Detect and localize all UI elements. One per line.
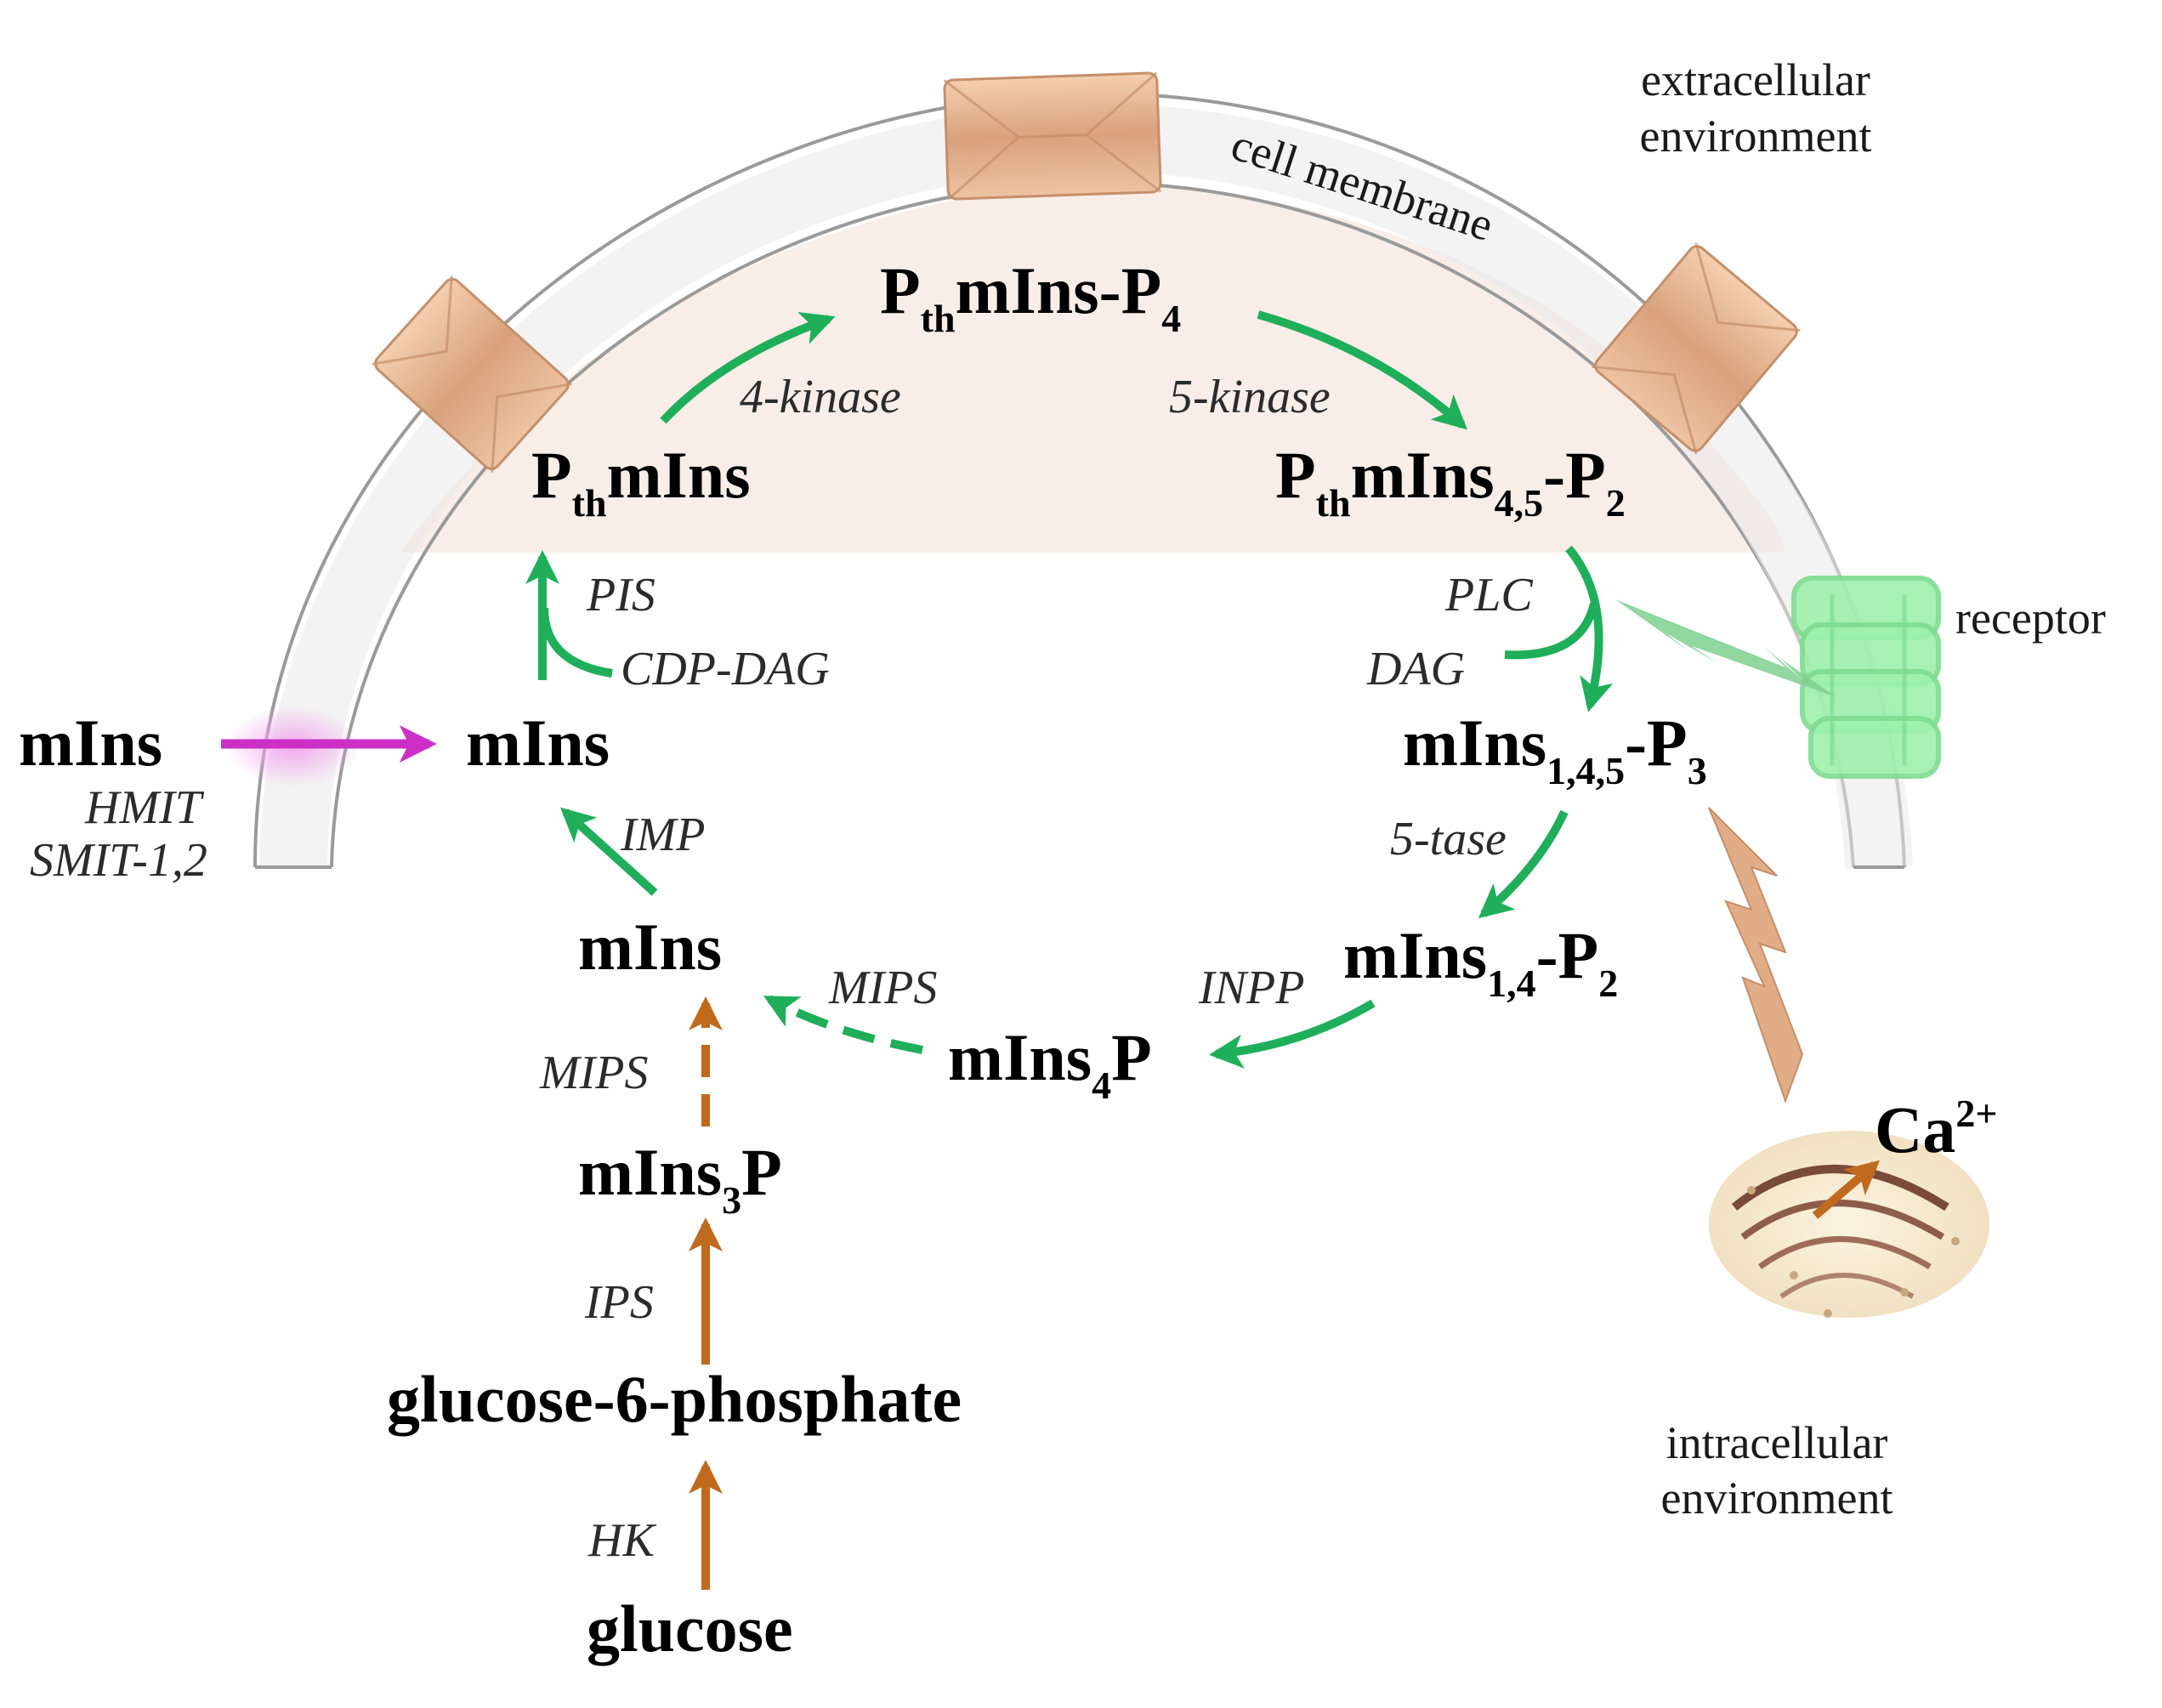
product-dag: DAG xyxy=(1366,643,1465,695)
enzyme-inpp: INPP xyxy=(1198,962,1304,1014)
intracellular-label-line1: intracellular xyxy=(1666,1417,1888,1468)
dag-branch xyxy=(1504,602,1598,660)
enzyme-mips-orange: MIPS xyxy=(539,1047,649,1099)
mins14-p2: mIns1,4-P2 xyxy=(1343,918,1618,1005)
arrow-p4-to-p45 xyxy=(1257,310,1467,430)
arrow-plc xyxy=(1565,545,1614,712)
calcium-signal-bolt xyxy=(1708,807,1804,1104)
extracellular-label-line1: extracellular xyxy=(1641,54,1870,105)
mins3p: mIns3P xyxy=(578,1135,782,1222)
mins4p: mIns4P xyxy=(948,1020,1152,1107)
arrow-inpp xyxy=(1209,999,1376,1069)
mins-intracellular: mIns xyxy=(466,706,610,780)
mins-extracellular: mIns xyxy=(19,706,162,780)
arrow-5tase xyxy=(1478,809,1569,919)
extracellular-label-line2: environment xyxy=(1640,111,1872,162)
arrow-pthmins-to-p4 xyxy=(660,312,836,424)
arrow-mips-dashed xyxy=(763,995,923,1054)
receptor-icon xyxy=(1791,576,1941,779)
glucose-6-phosphate: glucose-6-phosphate xyxy=(387,1362,962,1436)
receptor-signal-bolt xyxy=(1615,599,1836,697)
cdpdag-branch xyxy=(540,607,613,678)
membrane-protein-top xyxy=(943,71,1162,201)
pthmins-p4: PthmIns-P4 xyxy=(880,253,1181,340)
calcium-ion: Ca2+ xyxy=(1875,1092,1998,1166)
enzyme-smit: SMIT-1,2 xyxy=(30,834,207,887)
enzyme-hmit: HMIT xyxy=(84,781,205,834)
pthmins45-p2: PthmIns4,5-P2 xyxy=(1275,438,1626,525)
intracellular-label-line2: environment xyxy=(1661,1473,1893,1524)
endoplasmic-reticulum-icon xyxy=(1709,1131,1989,1318)
enzyme-imp: IMP xyxy=(620,809,706,861)
cofactor-cdp-dag: CDP-DAG xyxy=(621,643,830,695)
enzyme-plc: PLC xyxy=(1444,569,1533,621)
enzyme-pis: PIS xyxy=(586,569,655,621)
enzyme-hk: HK xyxy=(587,1514,656,1567)
enzyme-5-kinase: 5-kinase xyxy=(1169,371,1331,423)
membrane-protein-left xyxy=(372,275,572,473)
glucose: glucose xyxy=(587,1592,793,1665)
receptor-label: receptor xyxy=(1955,593,2106,644)
enzyme-ips: IPS xyxy=(584,1276,654,1329)
enzyme-mips-green: MIPS xyxy=(828,962,938,1014)
arrow-imp xyxy=(560,807,658,896)
arrow-calcium-release xyxy=(1812,1160,1881,1219)
membrane-protein-right xyxy=(1592,242,1801,455)
cytosol-shading xyxy=(400,180,1785,553)
pthmins: PthmIns xyxy=(531,438,751,525)
mins145-p3: mIns1,4,5-P3 xyxy=(1403,706,1707,792)
mins-synthesized: mIns xyxy=(578,910,722,984)
enzyme-5-tase: 5-tase xyxy=(1390,813,1507,865)
enzyme-4-kinase: 4-kinase xyxy=(740,371,901,423)
